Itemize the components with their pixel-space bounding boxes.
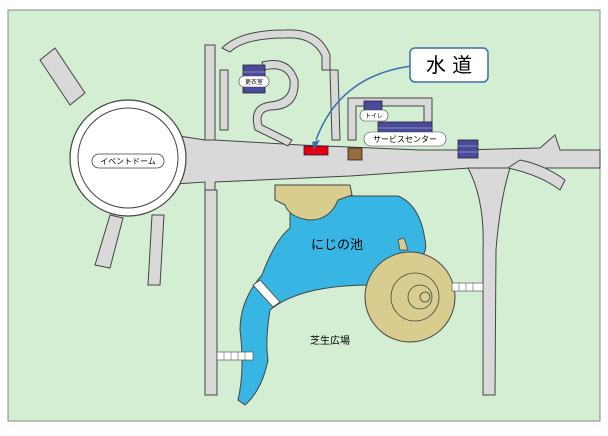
trail-top bbox=[221, 29, 331, 71]
event-dome-label: イベントドーム bbox=[100, 157, 156, 166]
steps-right bbox=[451, 282, 484, 292]
road-network bbox=[39, 29, 601, 396]
pond-label: にじの池 bbox=[311, 238, 363, 253]
steps-left bbox=[216, 351, 254, 361]
trail-service-center bbox=[347, 97, 433, 141]
upper-plaza bbox=[274, 184, 353, 221]
toilet-building bbox=[363, 100, 383, 112]
toilet[interactable]: トイレ bbox=[359, 100, 389, 122]
shed bbox=[347, 147, 363, 161]
service-center-label-bg bbox=[363, 131, 447, 147]
road-right-curved bbox=[467, 167, 511, 396]
pond-bridge bbox=[252, 279, 281, 308]
changing-room-label: 更衣室 bbox=[245, 78, 263, 86]
toilet-label: トイレ bbox=[365, 113, 383, 120]
changing-room-label-bg bbox=[238, 75, 270, 88]
trail-loop bbox=[252, 60, 299, 147]
water-callout-box bbox=[409, 47, 489, 83]
event-dome-label-bg bbox=[91, 153, 165, 169]
changing-room[interactable]: 更衣室 bbox=[238, 64, 270, 94]
round-plaza bbox=[364, 251, 456, 343]
road-main-vertical bbox=[204, 189, 218, 396]
service-center-label: サービスセンター bbox=[373, 135, 437, 144]
water-callout: 水 道 bbox=[409, 47, 489, 83]
pond-area: にじの池 bbox=[237, 184, 456, 406]
toilet-label-bg bbox=[359, 109, 389, 122]
road-upper-left bbox=[39, 47, 86, 106]
road-lower-left bbox=[94, 214, 124, 269]
road-top-vertical bbox=[204, 44, 216, 141]
callout-arrow bbox=[315, 65, 413, 141]
event-dome[interactable]: イベントドーム bbox=[69, 99, 187, 217]
water-tap-marker[interactable] bbox=[303, 145, 329, 156]
water-callout-text: 水 道 bbox=[426, 53, 472, 77]
callout-arrowhead bbox=[312, 140, 320, 150]
service-center[interactable]: サービスセンター bbox=[363, 121, 447, 147]
road-lower-mid bbox=[147, 214, 165, 286]
road-right-branch bbox=[506, 159, 566, 191]
trail-left bbox=[219, 69, 229, 131]
small-building-right bbox=[457, 139, 479, 159]
lawn-label: 芝生広場 bbox=[310, 334, 350, 347]
